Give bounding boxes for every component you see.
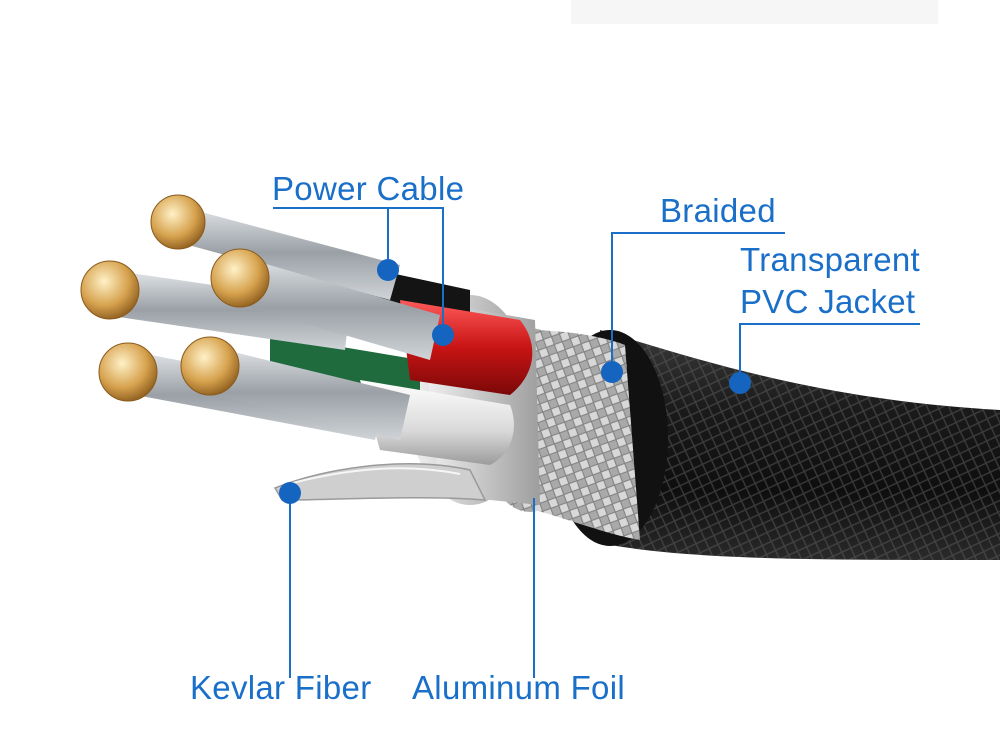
copper-ends — [80, 194, 270, 402]
callout-dots — [279, 259, 751, 504]
label-transparent: Transparent — [740, 241, 920, 278]
label-kevlar-fiber: Kevlar Fiber — [190, 669, 372, 706]
top-bar-shape — [571, 0, 938, 24]
kevlar-fiber — [273, 463, 487, 501]
callout-dot-braid — [601, 361, 623, 383]
callout-dot-red-wire — [432, 324, 454, 346]
callout-dot-jacket — [729, 372, 751, 394]
label-aluminum-foil: Aluminum Foil — [412, 669, 625, 706]
callout-braided-line — [611, 232, 785, 372]
callout-pvc-jacket-line — [739, 323, 920, 385]
callout-lines — [273, 207, 920, 678]
callout-dot-kevlar — [279, 482, 301, 504]
callout-power-cable-line — [273, 207, 444, 335]
conductor-strands — [105, 205, 440, 440]
callout-dot-black-wire — [377, 259, 399, 281]
label-pvc-jacket: PVC Jacket — [740, 283, 916, 320]
label-braided: Braided — [660, 192, 776, 229]
label-power-cable: Power Cable — [272, 170, 465, 207]
